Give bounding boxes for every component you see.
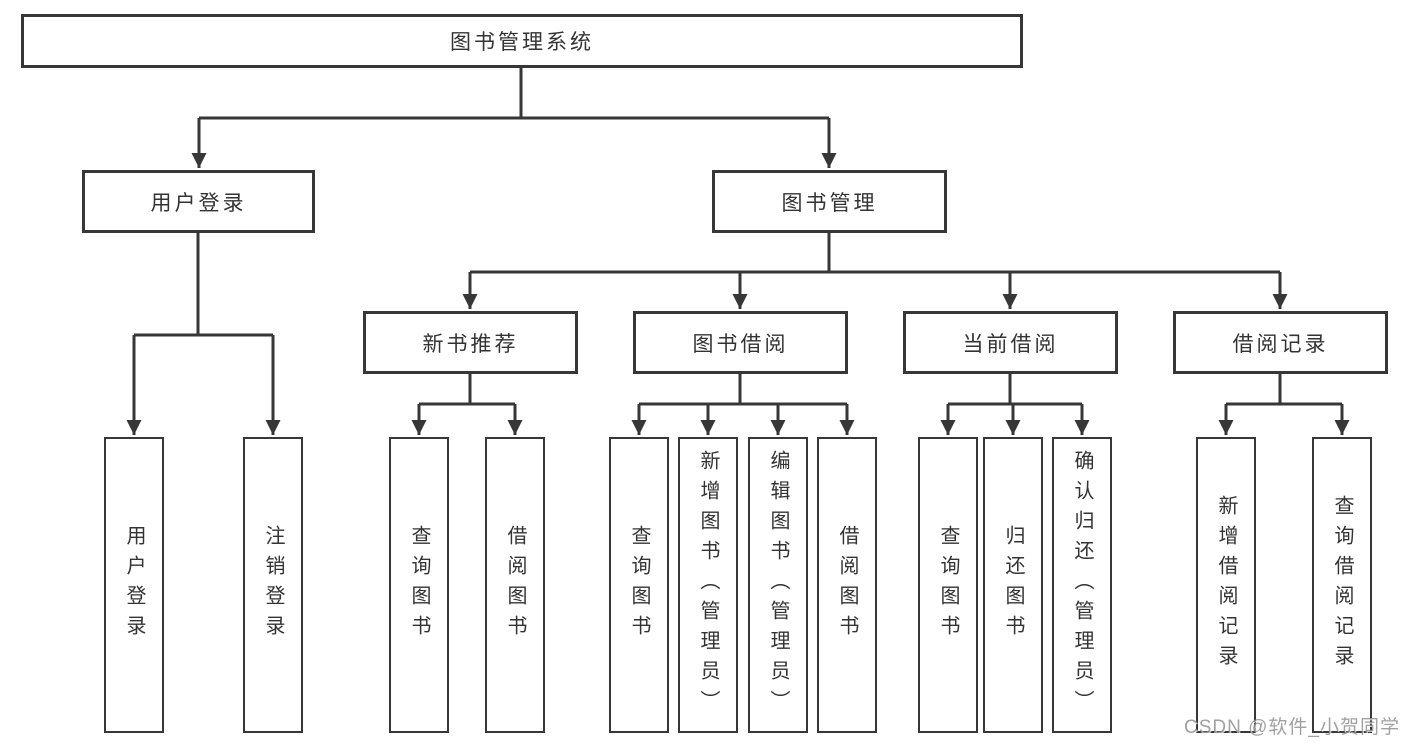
leaf-user-login: 用户登录 xyxy=(104,437,164,733)
leaf-logout-label: 注销登录 xyxy=(262,525,284,645)
leaf-borrow-books-recommend-label: 借阅图书 xyxy=(504,525,526,645)
leaf-edit-books-admin: 编辑图书（管理员） xyxy=(748,437,808,733)
leaf-borrow-books-label: 借阅图书 xyxy=(836,525,858,645)
node-new-book-recommendation: 新书推荐 xyxy=(363,311,578,374)
node-book-borrowing: 图书借阅 xyxy=(633,311,848,374)
leaf-return-books-label: 归还图书 xyxy=(1002,525,1024,645)
node-current-borrowing: 当前借阅 xyxy=(903,311,1118,374)
leaf-return-books: 归还图书 xyxy=(983,437,1043,733)
node-borrowing-records-label: 借阅记录 xyxy=(1232,332,1329,356)
node-new-book-recommendation-label: 新书推荐 xyxy=(422,332,519,356)
node-book-management-label: 图书管理 xyxy=(781,191,878,215)
node-library-system: 图书管理系统 xyxy=(21,14,1023,68)
node-user-login: 用户登录 xyxy=(82,170,315,233)
leaf-query-borrow-record-label: 查询借阅记录 xyxy=(1331,495,1353,675)
leaf-add-books-admin-label: 新增图书（管理员） xyxy=(697,450,719,720)
node-user-login-label: 用户登录 xyxy=(150,191,247,215)
leaf-confirm-return-admin-label: 确认归还（管理员） xyxy=(1071,450,1093,720)
leaf-edit-books-admin-label: 编辑图书（管理员） xyxy=(767,450,789,720)
csdn-watermark: CSDN @软件_小贺同学 xyxy=(1184,717,1400,738)
leaf-add-books-admin: 新增图书（管理员） xyxy=(678,437,738,733)
leaf-confirm-return-admin: 确认归还（管理员） xyxy=(1052,437,1112,733)
node-book-borrowing-label: 图书借阅 xyxy=(692,332,789,356)
leaf-logout: 注销登录 xyxy=(243,437,303,733)
leaf-user-login-label: 用户登录 xyxy=(123,525,145,645)
leaf-add-borrow-record-label: 新增借阅记录 xyxy=(1215,495,1237,675)
leaf-query-books-current-label: 查询图书 xyxy=(937,525,959,645)
leaf-query-books-borrowing-label: 查询图书 xyxy=(628,525,650,645)
node-borrowing-records: 借阅记录 xyxy=(1173,311,1388,374)
leaf-borrow-books: 借阅图书 xyxy=(817,437,877,733)
leaf-query-books-recommend-label: 查询图书 xyxy=(408,525,430,645)
leaf-query-books-current: 查询图书 xyxy=(918,437,978,733)
node-book-management: 图书管理 xyxy=(712,170,947,233)
leaf-add-borrow-record: 新增借阅记录 xyxy=(1196,437,1256,733)
node-current-borrowing-label: 当前借阅 xyxy=(962,332,1059,356)
node-library-system-label: 图书管理系统 xyxy=(450,31,594,54)
leaf-borrow-books-recommend: 借阅图书 xyxy=(485,437,545,733)
leaf-query-borrow-record: 查询借阅记录 xyxy=(1312,437,1372,733)
leaf-query-books-borrowing: 查询图书 xyxy=(609,437,669,733)
leaf-query-books-recommend: 查询图书 xyxy=(389,437,449,733)
